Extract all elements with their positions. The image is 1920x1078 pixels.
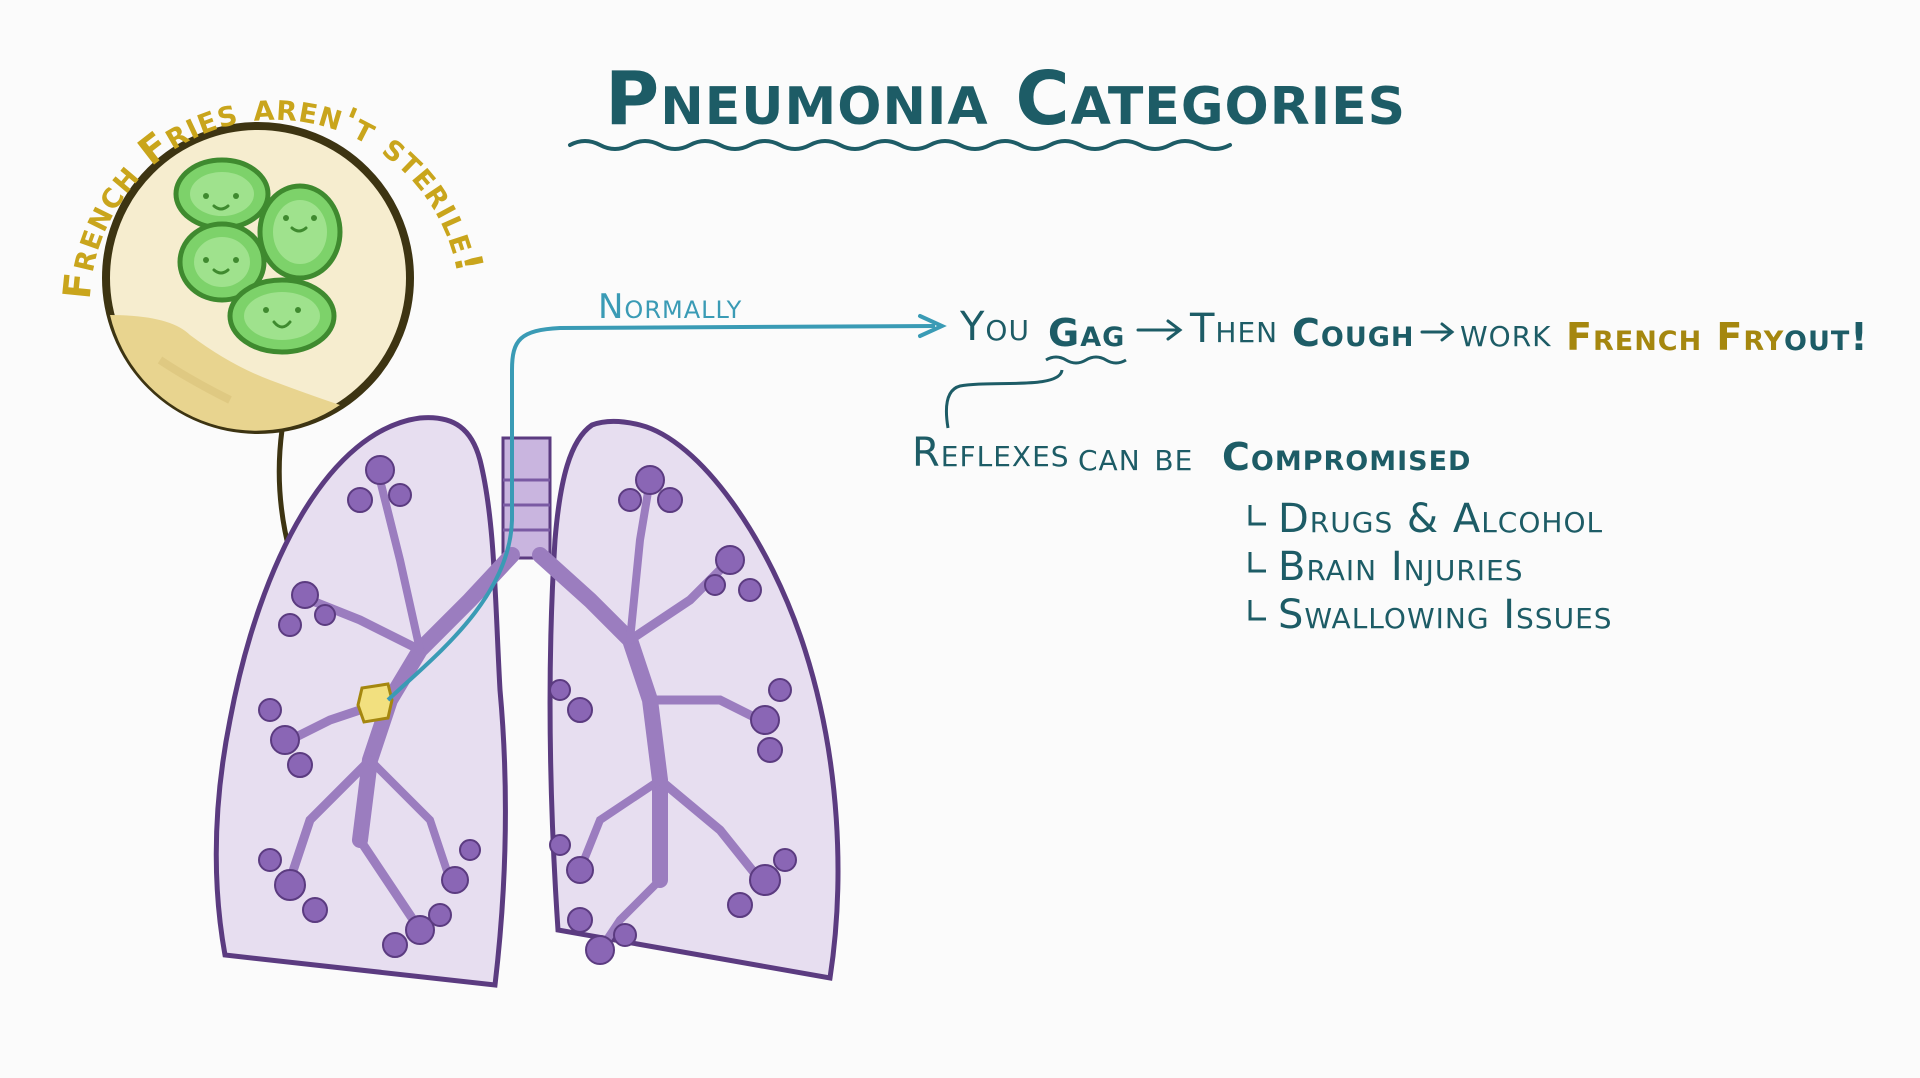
french-fry-icon (356, 682, 394, 724)
arrow-head-icon (918, 314, 947, 338)
you-word: You (959, 304, 1030, 350)
bacteria-icon (173, 157, 343, 355)
compromise-list: Drugs & Alcohol Brain Injuries Swallowin… (1248, 496, 1613, 638)
list-bullet-icon (1248, 552, 1266, 573)
cough-word: Cough (1292, 311, 1415, 355)
out-word: out! (1784, 315, 1869, 359)
gag-word: Gag (1048, 311, 1125, 355)
reflexes-word: Reflexes (912, 430, 1070, 476)
arrow-icon (1136, 319, 1183, 341)
gag-underline (1045, 355, 1127, 365)
list-item: Swallowing Issues (1278, 592, 1613, 638)
title-underline (568, 139, 1232, 151)
reflex-connector (945, 369, 1064, 429)
then-word: Then (1189, 306, 1278, 352)
can-be-word: can be (1078, 434, 1193, 480)
list-item: Brain Injuries (1278, 544, 1524, 590)
compromised-word: Compromised (1222, 435, 1471, 479)
list-bullet-icon (1248, 505, 1266, 526)
list-item: Drugs & Alcohol (1278, 496, 1603, 542)
arrow-icon (1420, 322, 1455, 342)
normally-arrow (386, 324, 936, 702)
list-bullet-icon (1248, 600, 1266, 621)
work-word: work (1460, 310, 1552, 356)
magnifier-circle-icon (102, 122, 414, 434)
normally-label: Normally (598, 287, 742, 327)
lungs-illustration (213, 415, 841, 988)
page-title: Pneumonia Categories (605, 56, 1406, 142)
french-fry-word: French Fry (1566, 315, 1784, 359)
